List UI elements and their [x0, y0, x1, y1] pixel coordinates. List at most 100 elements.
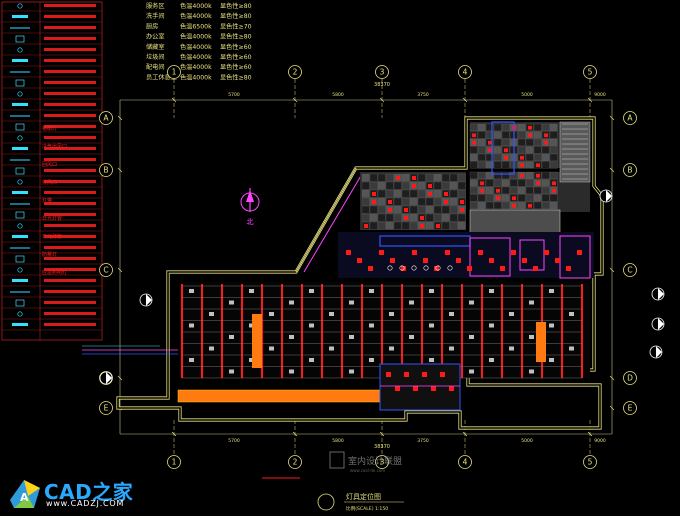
- legend-text-mark: [44, 4, 96, 7]
- ceiling-tile: [477, 161, 486, 169]
- row-axis-left-B: [99, 163, 113, 177]
- downlight-lamp: [566, 266, 571, 271]
- ceiling-tile: [425, 221, 434, 230]
- downlight-lamp: [420, 224, 424, 228]
- legend-text-mark: [44, 202, 96, 205]
- ceiling-tile: [469, 146, 478, 154]
- spot-lamp: [423, 265, 429, 271]
- ceiling-tile: [525, 194, 534, 202]
- section-markers: [99, 189, 665, 385]
- ceiling-tile: [449, 173, 458, 182]
- ceiling-tile: [409, 189, 418, 198]
- legend-symbol: [17, 223, 23, 229]
- ceiling-tile: [433, 181, 442, 190]
- legend-text-mark: [44, 92, 96, 95]
- legend-label-5: 日光灯管: [42, 215, 62, 222]
- spot-lamp: [229, 300, 234, 305]
- spec-cri-5: 显色性≥60: [220, 53, 252, 61]
- downlight-lamp: [413, 386, 418, 391]
- legend-symbol: [15, 167, 25, 175]
- ceiling-tile: [493, 138, 502, 147]
- spot-lamp: [469, 300, 474, 305]
- legend-label-7: 防雾灯: [42, 251, 57, 258]
- downlight-lamp: [536, 181, 540, 186]
- spot-lamp: [429, 358, 434, 362]
- ceiling-tile: [501, 131, 510, 139]
- legend-label-0: 格栅灯: [42, 125, 57, 132]
- ceiling-tile: [393, 221, 402, 230]
- downlight-lamp: [401, 266, 406, 271]
- ceiling-tile: [393, 205, 402, 214]
- row-axis-right-C-label: C: [627, 266, 632, 275]
- spot-lamp: [309, 289, 314, 293]
- legend-text-mark: [44, 180, 96, 183]
- ceiling-tile: [469, 171, 478, 180]
- row-axis-right-E-label: E: [628, 404, 633, 413]
- legend-symbol: [15, 123, 25, 131]
- ceiling-tile: [361, 181, 370, 190]
- ceiling-tile: [485, 201, 494, 210]
- row-axis-right-A-label: A: [627, 114, 633, 123]
- col-axis-top-5: [583, 65, 597, 79]
- row-axis-left-E: [99, 401, 113, 415]
- downlight-lamp: [404, 372, 409, 377]
- spec-temp-5: 色温4000k: [180, 53, 212, 61]
- ceiling-tile: [385, 189, 394, 198]
- spot-lamp: [409, 300, 414, 305]
- ceiling-tile: [417, 173, 426, 182]
- downlight-lamp: [478, 250, 483, 255]
- spot-lamp: [469, 369, 474, 374]
- ceiling-tile: [533, 194, 542, 202]
- legend-symbol: [17, 91, 23, 97]
- downlight-lamp: [428, 192, 432, 196]
- spot-lamp: [469, 335, 474, 339]
- section-arrow: [656, 346, 662, 358]
- bottom-total-dim: 38370: [374, 444, 390, 450]
- ceiling-tile: [541, 153, 550, 162]
- watermark-center-url: www.cool-de.com: [350, 468, 385, 473]
- ceiling-tile: [517, 123, 526, 132]
- ceiling-tile: [477, 123, 486, 132]
- ceiling-tile: [441, 205, 450, 214]
- ceiling-tile: [533, 131, 542, 139]
- downlight-lamp: [372, 200, 376, 204]
- center-watermark: 室内设计联盟 www.cool-de.com: [329, 451, 402, 473]
- col-axis-bottom-1: [167, 455, 181, 469]
- legend-text-mark: [44, 37, 96, 40]
- col-axis-top-4-label: 4: [463, 68, 468, 77]
- downlight-lamp: [528, 125, 532, 130]
- col-axis-bottom-4-label: 4: [463, 458, 468, 467]
- ceiling-tile: [425, 205, 434, 214]
- legend-text-mark: [44, 312, 96, 315]
- top-total-dim: 38370: [374, 82, 390, 88]
- col-axis-top-4: [458, 65, 472, 79]
- section-arrow: [146, 294, 152, 306]
- dim-tick: [117, 375, 123, 381]
- downlight-lamp: [511, 250, 516, 255]
- downlight-lamp: [512, 203, 516, 208]
- spot-lamp: [387, 265, 393, 271]
- spot-lamp: [249, 289, 254, 293]
- spot-lamp: [209, 346, 214, 351]
- spec-room-6: 配电间: [146, 63, 165, 71]
- spec-cri-7: 显色性≥80: [220, 73, 252, 81]
- legend-text-mark: [44, 158, 96, 161]
- ceiling-tile: [533, 123, 542, 132]
- ceiling-tile: [525, 186, 534, 195]
- spec-temp-0: 色温4000k: [180, 2, 212, 10]
- dim-tick: [117, 267, 123, 273]
- downlight-lamp: [528, 203, 532, 208]
- col-axis-top-3: [375, 65, 389, 79]
- ceiling-tile: [417, 181, 426, 190]
- downlight-lamp: [489, 258, 494, 263]
- downlight-lamp: [552, 188, 556, 193]
- ceiling-tile: [361, 189, 370, 198]
- downlight-lamp: [496, 196, 500, 201]
- spot-lamp: [229, 335, 234, 339]
- col-axis-top-2: [288, 65, 302, 79]
- ceiling-tile: [469, 153, 478, 162]
- ceiling-tile: [525, 146, 534, 154]
